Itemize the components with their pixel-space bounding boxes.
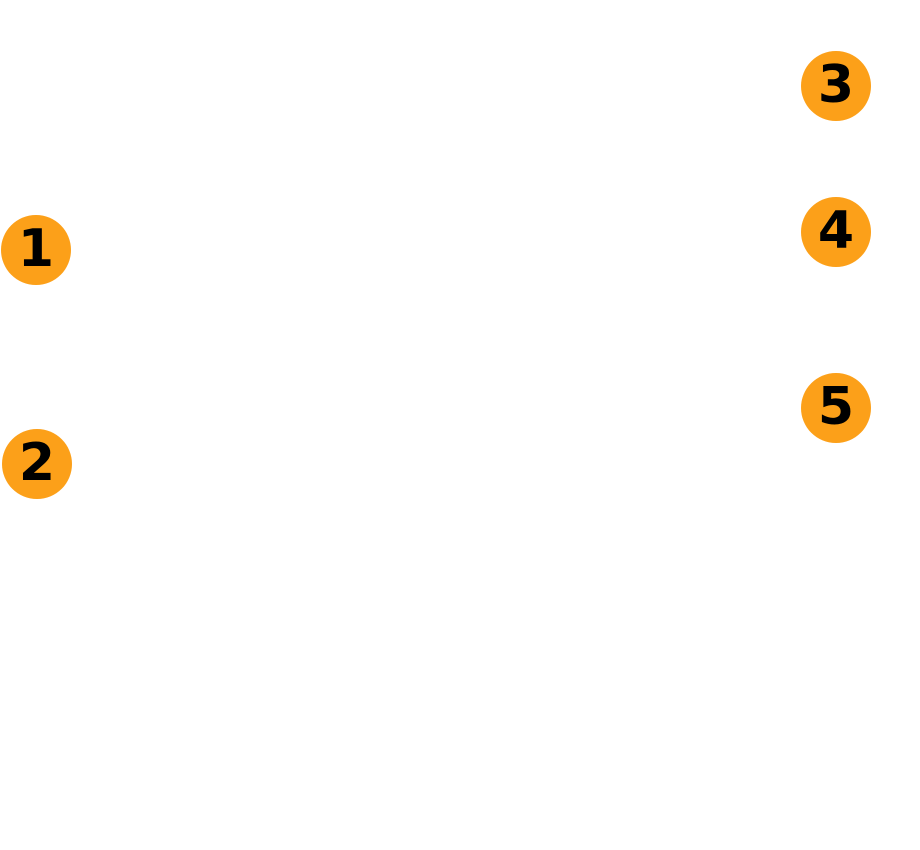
callout-marker-2: 2 bbox=[2, 429, 72, 499]
callout-marker-5: 5 bbox=[801, 373, 871, 443]
callout-marker-1: 1 bbox=[1, 215, 71, 285]
callout-marker-4: 4 bbox=[801, 197, 871, 267]
callout-marker-3: 3 bbox=[801, 51, 871, 121]
